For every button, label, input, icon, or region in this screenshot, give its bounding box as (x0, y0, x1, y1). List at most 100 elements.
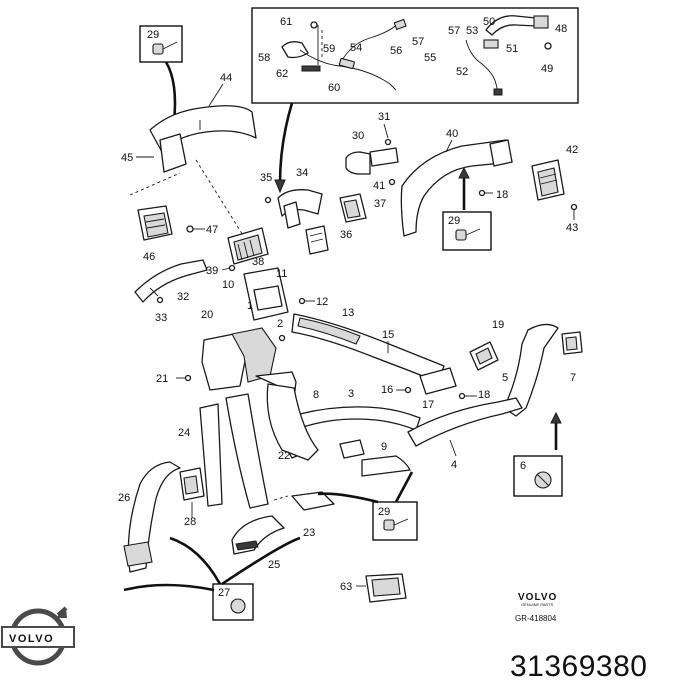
label-21: 21 (156, 373, 168, 385)
duct-5 (503, 323, 559, 417)
duct-40 (400, 139, 513, 237)
label-62: 62 (276, 68, 288, 80)
duct-44 (149, 105, 257, 173)
box-29-top-left (139, 25, 183, 63)
label-60: 60 (328, 82, 340, 94)
label-5: 5 (502, 372, 508, 384)
label-20: 20 (201, 309, 213, 321)
label-40: 40 (446, 128, 458, 140)
vent-46 (137, 205, 173, 241)
label-53: 53 (466, 25, 478, 37)
duct-32 (134, 259, 208, 303)
label-50: 50 (483, 16, 495, 28)
duct-24 (199, 403, 223, 507)
clip-icon-6 (534, 471, 552, 489)
label-25: 25 (268, 559, 280, 571)
label-48: 48 (555, 23, 567, 35)
label-35: 35 (260, 172, 272, 184)
label-16: 16 (381, 384, 393, 396)
label-29b: 29 (448, 215, 460, 227)
part-19 (469, 341, 499, 371)
label-38: 38 (252, 256, 264, 268)
part-36 (305, 225, 329, 255)
label-32: 32 (177, 291, 189, 303)
part-63 (365, 573, 407, 603)
label-39: 39 (206, 265, 218, 277)
part-37 (339, 193, 367, 223)
duct-8 (255, 371, 319, 461)
label-56: 56 (390, 45, 402, 57)
label-45: 45 (121, 152, 133, 164)
brand-subtext: GENUINE PARTS (521, 602, 554, 607)
label-11: 11 (276, 268, 287, 280)
label-43: 43 (566, 222, 578, 234)
vent-7 (561, 331, 583, 355)
label-36: 36 (340, 229, 352, 241)
part-30 (345, 147, 399, 175)
label-3: 3 (348, 388, 354, 400)
duct-25 (231, 515, 285, 555)
label-30: 30 (352, 130, 364, 142)
label-24: 24 (178, 427, 190, 439)
label-2: 2 (277, 318, 283, 330)
label-52: 52 (456, 66, 468, 78)
label-22: 22 (278, 450, 290, 462)
label-15: 15 (382, 329, 394, 341)
box-6 (513, 455, 563, 497)
clip-icon-29a (152, 41, 178, 55)
label-10: 10 (222, 279, 234, 291)
label-19: 19 (492, 319, 504, 331)
inset-frame (251, 7, 579, 104)
label-17: 17 (422, 399, 434, 411)
label-33: 33 (155, 312, 167, 324)
label-57a: 57 (412, 36, 424, 48)
label-7: 7 (570, 372, 576, 384)
label-12: 12 (316, 296, 328, 308)
label-23: 23 (303, 527, 315, 539)
clip-icon-27 (230, 598, 246, 614)
label-44: 44 (220, 72, 232, 84)
part-number: 31369380 (510, 650, 648, 683)
duct-20 (201, 327, 277, 391)
label-18a: 18 (496, 189, 508, 201)
label-54: 54 (350, 42, 362, 54)
part-28 (179, 467, 205, 501)
label-63: 63 (340, 581, 352, 593)
reference-code: GR-418804 (515, 614, 557, 623)
label-46: 46 (143, 251, 155, 263)
label-42: 42 (566, 144, 578, 156)
clip-icon-29b (455, 228, 481, 241)
label-49: 49 (541, 63, 553, 75)
label-27: 27 (218, 587, 230, 599)
label-29a: 29 (147, 29, 159, 41)
label-47: 47 (206, 224, 218, 236)
duct-10-11 (243, 267, 289, 321)
duct-34 (277, 189, 323, 229)
duct-26 (123, 461, 181, 573)
label-34: 34 (296, 167, 308, 179)
label-61: 61 (280, 16, 292, 28)
label-13: 13 (342, 307, 354, 319)
vent-38 (227, 227, 269, 265)
duct-3 (299, 406, 421, 459)
label-6: 6 (520, 460, 526, 472)
label-28: 28 (184, 516, 196, 528)
label-4: 4 (451, 459, 457, 471)
box-29-right (442, 211, 492, 251)
label-1: 1 (247, 300, 253, 312)
label-18b: 18 (478, 389, 490, 401)
box-27 (212, 583, 254, 621)
clip-icon-29c (383, 518, 409, 531)
label-51: 51 (506, 43, 518, 55)
part-9 (361, 455, 411, 477)
label-29c: 29 (378, 506, 390, 518)
label-57b: 57 (448, 25, 460, 37)
label-41: 41 (373, 180, 385, 192)
label-37: 37 (374, 198, 386, 210)
label-55: 55 (424, 52, 436, 64)
duct-13-15 (291, 313, 445, 383)
duct-4 (407, 397, 523, 447)
inset-harness-left (281, 18, 407, 91)
label-59: 59 (323, 43, 335, 55)
